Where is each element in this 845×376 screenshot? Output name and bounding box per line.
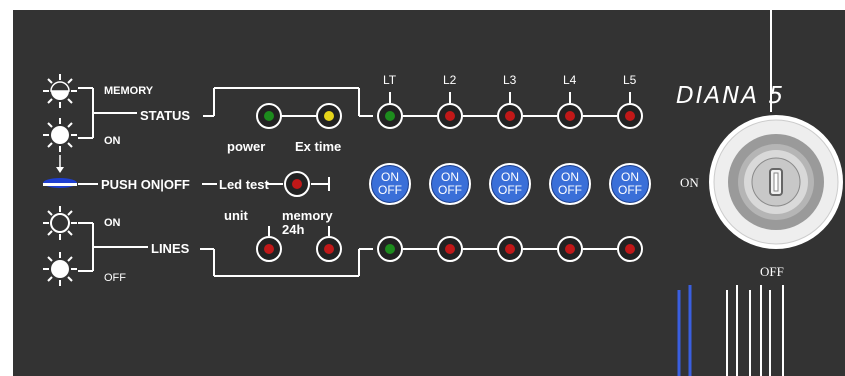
status-led-l3 [497,103,523,129]
line-led-l3 [497,236,523,262]
status-label: STATUS [140,108,191,123]
onoff-button-on-text: ON [561,170,579,184]
line-header-l3: L3 [503,73,517,87]
line-led-lt [377,236,403,262]
keyswitch-off-label: OFF [760,264,784,279]
push-button-icon[interactable] [43,178,77,188]
onoff-button-on-text: ON [381,170,399,184]
unit-label: unit [224,208,248,223]
control-panel [13,10,845,376]
memory-24h-label: memory [282,208,333,223]
onoff-button-on-text: ON [501,170,519,184]
line-header-l2: L2 [443,73,457,87]
memory-led [316,236,342,262]
keyswitch-on-label: ON [680,175,699,190]
onoff-button-on-text: ON [621,170,639,184]
status-led-l2 [437,103,463,129]
unit-led [256,236,282,262]
sun-half-icon [43,74,77,108]
key-icon [769,168,783,196]
onoff-button-off-text: OFF [498,183,522,197]
onoff-button-off-text: OFF [378,183,402,197]
status-on-label: ON [104,135,121,147]
onoff-button-on-text: ON [441,170,459,184]
power-label: power [227,139,266,154]
onoff-button-off-text: OFF [438,183,462,197]
sun-filled-icon [43,118,77,152]
memory-24h-sub-label: 24h [282,222,305,237]
key-switch[interactable] [709,115,843,249]
lines-on-label: ON [104,217,121,229]
lines-off-label: OFF [104,272,126,284]
sun-filled-icon [43,252,77,286]
status-led-lt [377,103,403,129]
status-led-l5 [617,103,643,129]
extime-label: Ex time [295,139,342,154]
led-test-led [284,171,310,197]
sun-outline-icon [43,206,77,240]
extime-led [316,103,342,129]
line-led-l4 [557,236,583,262]
line-led-l5 [617,236,643,262]
line-header-lt: LT [383,73,397,87]
power-led [256,103,282,129]
memory-label: MEMORY [104,85,154,97]
lines-label: LINES [151,241,190,256]
line-header-l5: L5 [623,73,637,87]
led-test-label: Led test [219,177,269,192]
onoff-button-off-text: OFF [618,183,642,197]
status-led-l4 [557,103,583,129]
push-onoff-label: PUSH ON|OFF [101,177,190,192]
connector-wires [677,285,784,376]
line-led-l2 [437,236,463,262]
line-header-l4: L4 [563,73,577,87]
onoff-button-off-text: OFF [558,183,582,197]
brand-title: DIANA 5 [676,83,786,109]
